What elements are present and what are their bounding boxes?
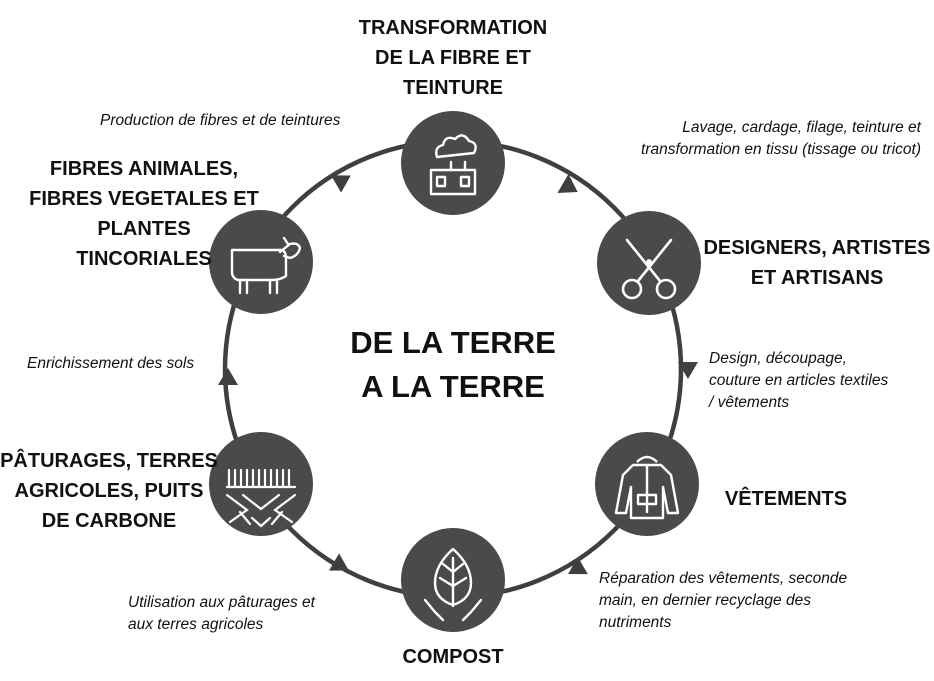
step-description-4: Utilisation aux pâturages et aux terres … [128,594,315,633]
node-paturages [209,432,313,536]
step-description-3: Réparation des vêtements, seconde main, … [599,570,848,631]
node-title-compost: COMPOST [402,646,504,668]
arrow-compost-to-paturages [329,553,349,571]
node-vetements [595,432,699,536]
step-description-1: Lavage, cardage, filage, teinture et tra… [641,119,921,158]
node-title-designers: DESIGNERS, ARTISTES ET ARTISANS [703,237,931,289]
node-title-transformation: TRANSFORMATION DE LA FIBRE ET TEINTURE [358,17,548,99]
arrow-paturages-to-fibres [218,368,238,385]
arrow-transformation-to-designers [557,173,578,194]
leaf-icon [423,547,483,622]
node-transformation [401,111,505,215]
node-title-fibres: FIBRES ANIMALES, FIBRES VEGETALES ET PLA… [29,158,259,270]
node-title-vetements: VÊTEMENTS [724,488,848,510]
jacket-icon [614,455,680,520]
step-description-5: Enrichissement des sols [27,355,195,372]
arrow-designers-to-vetements [678,362,698,379]
node-compost [401,528,505,632]
node-designers [597,211,701,315]
soil-icon [225,468,297,528]
factory-icon [429,134,477,196]
scissors-icon [621,238,677,300]
step-description-6: Production de fibres et de teintures [100,112,341,129]
node-title-paturages: PÂTURAGES, TERRES AGRICOLES, PUITS DE CA… [0,450,218,532]
arrow-vetements-to-compost [568,556,588,575]
sheep-icon [230,236,302,295]
node-fibres [209,210,313,314]
center-title: DE LA TERRE A LA TERRE [350,325,556,404]
step-description-2: Design, découpage, couture en articles t… [709,350,889,411]
arrow-fibres-to-transformation [331,175,351,193]
